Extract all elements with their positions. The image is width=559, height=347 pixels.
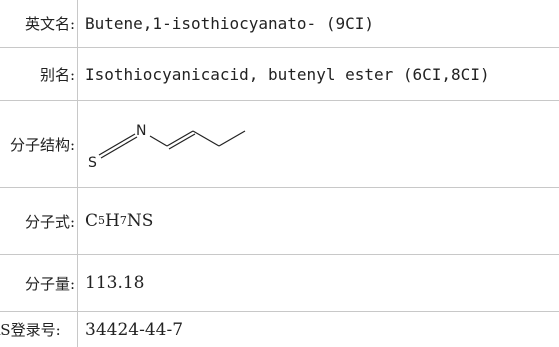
value-cas-number: 34424-44-7: [85, 319, 184, 340]
row-alias: 别名: Isothiocyanicacid, butenyl ester (6C…: [0, 48, 559, 101]
value-alias: Isothiocyanicacid, butenyl ester (6CI,8C…: [85, 64, 490, 84]
value-structure: S N: [85, 101, 559, 187]
row-english-name: 英文名: Butene,1-isothiocyanato- (9CI): [0, 0, 559, 48]
row-structure: 分子结构: S N: [0, 101, 559, 188]
row-molecular-weight: 分子量: 113.18: [0, 255, 559, 312]
molecular-structure-image: S N: [88, 123, 246, 171]
label-formula: 分子式:: [0, 188, 78, 254]
label-molecular-weight: 分子量:: [0, 255, 78, 311]
structure-bond-s-c: [100, 143, 126, 159]
structure-bond-c-n-double: [122, 133, 136, 142]
structure-bond-c1-c2-double: [168, 133, 196, 150]
label-english-name: 英文名:: [0, 0, 78, 47]
structure-atom-s: S: [88, 155, 97, 171]
value-english-name: Butene,1-isothiocyanato- (9CI): [85, 14, 374, 33]
row-cas-number: CAS登录号: 34424-44-7: [0, 312, 559, 347]
structure-bond-s-c-double: [98, 140, 124, 156]
structure-bond-c2-c3: [192, 130, 220, 147]
label-alias: 别名:: [0, 48, 78, 100]
label-structure: 分子结构:: [0, 101, 78, 187]
structure-bond-n-c1: [149, 135, 168, 147]
structure-atom-n: N: [136, 123, 146, 139]
formula-rest: NS: [126, 211, 154, 231]
structure-bond-c-n: [124, 136, 138, 145]
value-molecular-weight: 113.18: [85, 273, 145, 293]
structure-bond-c3-c4: [218, 130, 246, 147]
structure-bond-c1-c2: [166, 130, 194, 147]
formula-h: H: [105, 211, 120, 231]
label-cas-number: CAS登录号:: [0, 312, 78, 347]
formula-c: C: [85, 211, 99, 231]
